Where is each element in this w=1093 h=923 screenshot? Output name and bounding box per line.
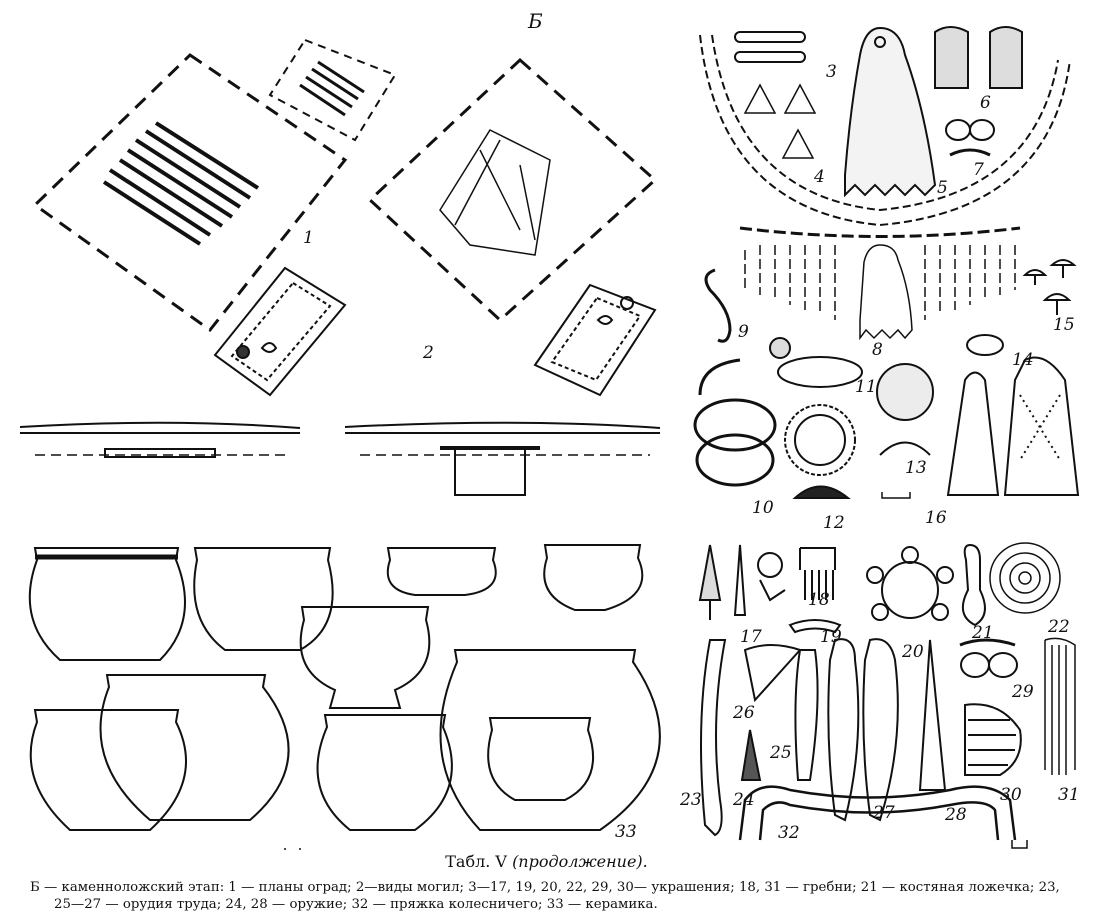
- figure-number-4: 4: [813, 167, 825, 187]
- bracelet-rings-10: [693, 358, 777, 487]
- scale-mark-mid: [881, 492, 911, 499]
- ceramic-vessels-33: [28, 544, 661, 831]
- arrowheads-and-tools: [698, 544, 786, 620]
- caption-title-prefix: Табл. V: [445, 852, 507, 871]
- scale-mark-left: [284, 848, 301, 850]
- figure-number-3: 3: [826, 62, 837, 82]
- figure-number-23: 23: [679, 790, 702, 810]
- figure-number-29: 29: [1011, 682, 1034, 702]
- rosette-plaque-20: [866, 546, 954, 621]
- comb-18: [788, 547, 842, 634]
- pendant-plate-8: [859, 244, 913, 341]
- figure-number-16: 16: [925, 508, 947, 528]
- figure-number-6: 6: [980, 93, 991, 113]
- bead-ring-11: [769, 337, 863, 388]
- tube-beads-3: [734, 31, 806, 63]
- grave-hatching-1: [102, 121, 260, 246]
- figure-number-32: 32: [778, 823, 800, 843]
- figure-number-15: 15: [1053, 315, 1075, 335]
- oval-bead-14: [966, 334, 1004, 356]
- double-ornament-29: [959, 638, 1018, 678]
- grave-cist-1: [213, 266, 347, 397]
- figure-number-18: 18: [808, 590, 830, 610]
- caption-body: Б — каменноложский этап: 1 — планы оград…: [30, 880, 1060, 912]
- mushroom-buttons-15: [1022, 259, 1077, 315]
- figure-number-28: 28: [944, 805, 967, 825]
- figure-number-20: 20: [901, 642, 924, 662]
- figure-number-8: 8: [872, 340, 883, 360]
- scale-mark-right: [1011, 840, 1028, 849]
- necklace-outer: [699, 34, 1071, 227]
- figure-number-26: 26: [732, 703, 755, 723]
- figure-number-14: 14: [1012, 350, 1034, 370]
- charioteer-buckle-32: [738, 785, 1017, 841]
- cone-pendants-4: [743, 83, 817, 159]
- caption-title-italic: (продолжение).: [512, 852, 648, 871]
- figure-number-11: 11: [855, 377, 877, 397]
- fence-plan-1: [32, 38, 397, 333]
- grave-profile-right: [344, 421, 661, 496]
- spherical-bead-13: [876, 363, 934, 456]
- necklace-pendants: [739, 226, 1021, 320]
- figure-number-22: 22: [1047, 617, 1070, 637]
- figure-number-25: 25: [769, 743, 792, 763]
- spiral-disk-22: [989, 542, 1061, 614]
- figure-number-12: 12: [823, 513, 845, 533]
- comb-31: [1044, 637, 1076, 775]
- bone-spoon-21: [961, 543, 986, 627]
- ornamented-disk-12: [784, 404, 856, 499]
- pendant-plate-5: [844, 26, 937, 198]
- figure-number-2: 2: [422, 343, 434, 363]
- spiral-pendant-9: [704, 268, 732, 343]
- figure-number-5: 5: [937, 178, 948, 198]
- grave-stones-2: [439, 129, 551, 256]
- archaeological-plate: Б 1 2: [19, 9, 1080, 850]
- figure-number-33: 33: [615, 822, 637, 842]
- figure-number-21: 21: [971, 623, 994, 643]
- grave-cist-2: [533, 283, 657, 397]
- bone-tools: [700, 638, 947, 837]
- figure-number-1: 1: [303, 228, 314, 248]
- figure-number-7: 7: [973, 160, 984, 180]
- grave-profile-left: [19, 421, 301, 458]
- cylinder-ornaments-6: [934, 26, 1023, 89]
- caption-title: Табл. V (продолжение).: [0, 852, 1093, 871]
- plaques-16: [946, 356, 1080, 496]
- figure-number-30: 30: [1000, 785, 1022, 805]
- figure-number-17: 17: [740, 627, 762, 647]
- figure-number-19: 19: [820, 627, 842, 647]
- figure-number-31: 31: [1058, 785, 1080, 805]
- double-bead-7: [945, 119, 995, 157]
- figure-number-13: 13: [905, 458, 927, 478]
- section-letter: Б: [527, 9, 543, 33]
- fence-plan-2: [367, 57, 658, 323]
- grave-hatching-small: [299, 60, 365, 117]
- figure-number-10: 10: [752, 498, 774, 518]
- figure-number-9: 9: [738, 322, 749, 342]
- ribbed-ornament-30: [964, 703, 1022, 776]
